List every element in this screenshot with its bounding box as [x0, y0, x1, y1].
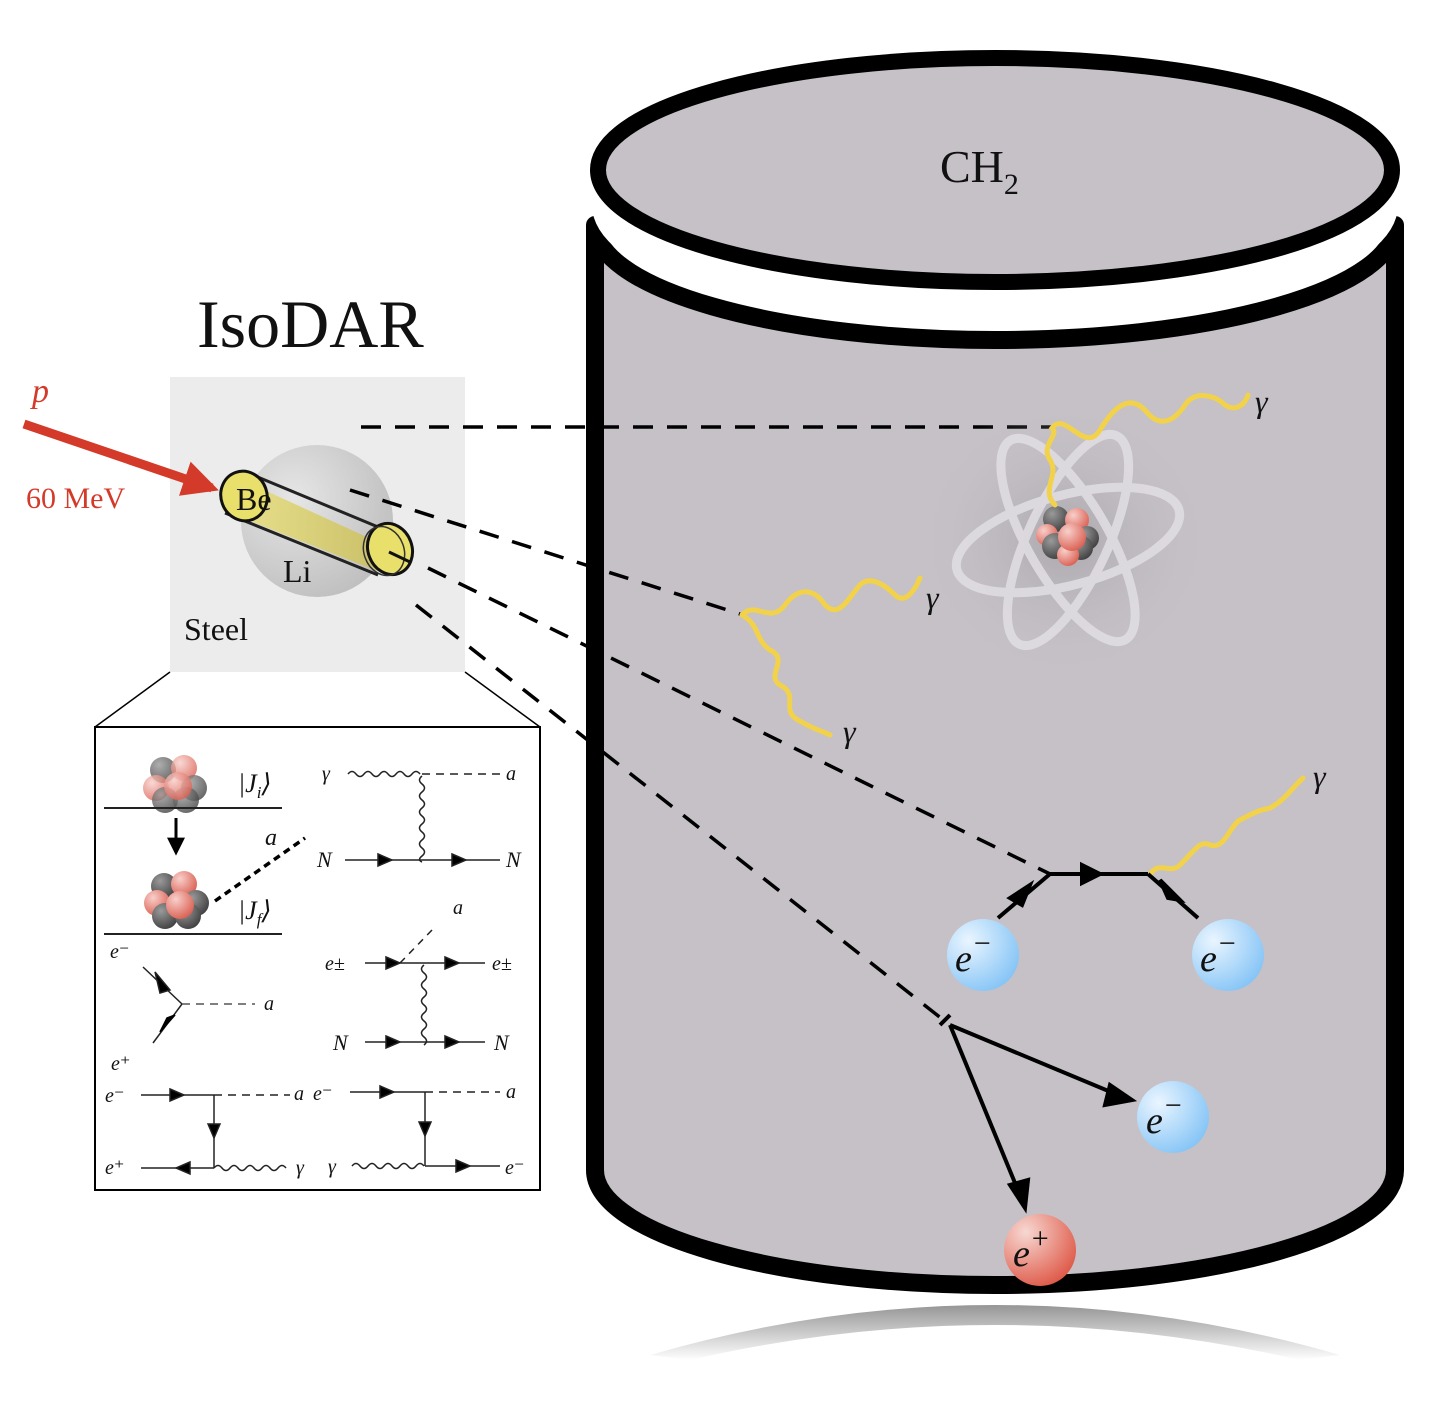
feynman-associated	[141, 1087, 290, 1176]
photon-wave-decay-1	[739, 575, 923, 618]
svg-text:a: a	[506, 1081, 516, 1103]
nucleus-final-icon	[144, 871, 209, 929]
proton-beam-arrow	[22, 419, 219, 496]
svg-text:e⁻: e⁻	[105, 1085, 124, 1107]
beam-energy-label: 60 MeV	[26, 482, 125, 515]
pair-electron: e−	[1137, 1081, 1209, 1153]
beryllium-label: Be	[236, 481, 272, 517]
svg-text:e⁻: e⁻	[110, 941, 129, 963]
beryllium-target	[219, 469, 415, 577]
gamma-label-primakoff: γ	[1255, 383, 1269, 419]
feynman-compton	[350, 1084, 500, 1174]
svg-text:N: N	[505, 847, 522, 872]
electron-outgoing: e−	[1192, 919, 1264, 991]
source-title: IsoDAR	[197, 286, 424, 362]
svg-text:e⁺: e⁺	[105, 1157, 124, 1179]
production-inset: |Ji⟩ a |Jf⟩ γ a N N	[94, 671, 541, 1191]
feynman-annihilation	[142, 966, 255, 1044]
photon-waves	[739, 392, 1306, 877]
svg-text:e+: e+	[1013, 1222, 1050, 1275]
steel-label: Steel	[184, 611, 248, 647]
nucleus-initial-icon	[143, 755, 207, 813]
svg-text:a: a	[264, 993, 274, 1015]
compton-electron-lines	[996, 861, 1200, 920]
feynman-bremsstrahlung	[365, 929, 485, 1050]
svg-text:e−: e−	[1200, 927, 1237, 980]
axion-path-3	[427, 566, 1051, 876]
proton-label: p	[30, 373, 49, 410]
pair-production-lines	[938, 1013, 1138, 1214]
svg-text:γ: γ	[328, 1156, 337, 1178]
lithium-label: Li	[283, 553, 312, 589]
svg-text:|Ji⟩: |Ji⟩	[238, 769, 272, 802]
svg-text:e±: e±	[325, 953, 345, 975]
svg-text:γ: γ	[296, 1157, 305, 1179]
detector-material-label: CH2	[940, 141, 1019, 201]
axion-trajectories	[349, 425, 1052, 1024]
cylinder-lid	[590, 50, 1400, 290]
gamma-label-compton: γ	[1313, 758, 1327, 794]
svg-text:e⁻: e⁻	[505, 1157, 524, 1179]
svg-text:N: N	[332, 1030, 349, 1055]
svg-text:e−: e−	[955, 927, 992, 980]
svg-text:N: N	[493, 1030, 510, 1055]
atom-icon	[915, 400, 1215, 680]
pair-positron: e+	[1004, 1214, 1076, 1286]
cylinder-body	[586, 216, 1404, 1294]
cylinder-shadow	[650, 1305, 1340, 1360]
svg-text:a: a	[453, 897, 463, 919]
axion-path-2	[349, 488, 741, 616]
nucleus-icon	[1036, 506, 1099, 566]
electron-incoming: e−	[947, 919, 1019, 991]
axion-path-4	[414, 603, 948, 1024]
svg-text:e⁺: e⁺	[111, 1053, 130, 1075]
svg-text:e−: e−	[1146, 1089, 1183, 1142]
photon-wave-inverse-primakoff	[1044, 392, 1251, 508]
svg-text:a: a	[506, 763, 516, 785]
gamma-label-decay-1: γ	[926, 579, 940, 615]
svg-text:a: a	[265, 825, 277, 851]
gamma-label-decay-2: γ	[843, 713, 857, 749]
photon-wave-compton	[1147, 775, 1306, 877]
svg-text:e⁻: e⁻	[313, 1083, 332, 1105]
svg-text:a: a	[294, 1083, 304, 1105]
svg-text:|Jf⟩: |Jf⟩	[238, 896, 272, 929]
feynman-primakoff	[345, 770, 500, 868]
svg-text:e±: e±	[492, 953, 512, 975]
svg-text:γ: γ	[322, 763, 331, 785]
photon-wave-decay-2	[739, 612, 833, 738]
svg-text:N: N	[316, 847, 333, 872]
